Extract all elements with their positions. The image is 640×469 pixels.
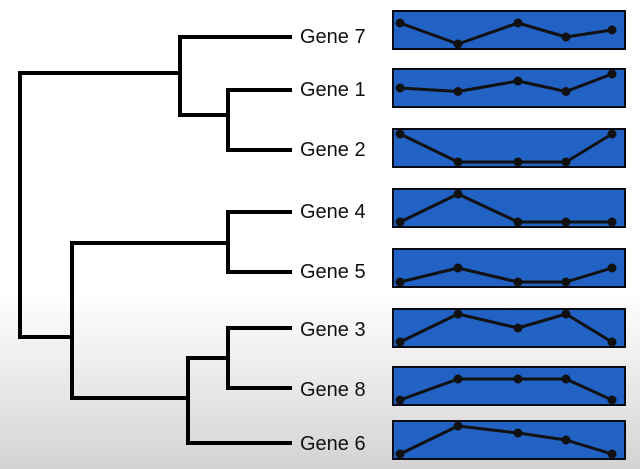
profile-point	[607, 25, 617, 35]
profile-plot	[395, 421, 617, 459]
profile-plot	[395, 263, 617, 287]
profile-plot	[395, 189, 617, 227]
profile-plot	[395, 18, 617, 49]
profile-point	[395, 395, 405, 405]
profile-point	[561, 374, 571, 384]
expression-profile-gene-8	[392, 366, 626, 406]
profile-point	[561, 157, 571, 167]
profile-plot	[395, 374, 617, 405]
profile-point	[561, 87, 571, 96]
profile-point	[395, 449, 405, 459]
profile-point	[513, 277, 523, 287]
expression-profile-gene-3	[392, 308, 626, 348]
profile-point	[395, 83, 405, 93]
profile-point	[395, 277, 405, 287]
gene-label-8: Gene 8	[300, 379, 366, 401]
profile-point	[513, 18, 523, 28]
profile-line	[399, 312, 613, 344]
profile-plot	[395, 69, 617, 96]
profile-line	[399, 192, 612, 224]
profile-point	[607, 395, 617, 405]
profile-point	[453, 263, 463, 273]
profile-point	[513, 217, 523, 227]
profile-point	[513, 76, 523, 86]
gene-label-5: Gene 5	[300, 261, 366, 283]
profile-point	[607, 263, 617, 273]
profile-point	[453, 421, 463, 431]
profile-line	[399, 21, 613, 46]
expression-profile-gene-1	[392, 68, 626, 108]
gene-label-6: Gene 6	[300, 433, 366, 455]
profile-line	[399, 424, 613, 456]
profile-plot	[395, 129, 617, 167]
dendrogram	[18, 35, 292, 445]
profile-point	[607, 129, 617, 139]
profile-point	[561, 277, 571, 287]
profile-point	[453, 87, 463, 96]
profile-point	[395, 18, 405, 28]
gene-label-2: Gene 2	[300, 139, 366, 161]
profile-point	[513, 374, 523, 384]
profile-point	[395, 129, 405, 139]
profile-point	[607, 449, 617, 459]
expression-profile-gene-5	[392, 248, 626, 288]
profile-line	[399, 132, 613, 164]
profile-point	[453, 309, 463, 319]
expression-profile-gene-2	[392, 128, 626, 168]
gene-label-3: Gene 3	[300, 319, 366, 341]
profile-point	[453, 39, 463, 49]
profile-point	[561, 32, 571, 42]
profile-line	[399, 72, 613, 93]
expression-profile-gene-6	[392, 420, 626, 460]
profile-point	[395, 217, 405, 227]
expression-profile-gene-4	[392, 188, 626, 228]
profile-point	[513, 323, 523, 333]
profile-point	[607, 217, 617, 227]
gene-label-4: Gene 4	[300, 201, 366, 223]
gene-label-7: Gene 7	[300, 26, 366, 48]
profile-point	[561, 309, 571, 319]
expression-profile-gene-7	[392, 10, 626, 50]
profile-line	[399, 266, 613, 284]
profile-point	[513, 428, 523, 438]
profile-point	[453, 374, 463, 384]
gene-label-1: Gene 1	[300, 79, 366, 101]
profile-point	[453, 189, 463, 199]
profile-line	[399, 377, 613, 402]
profile-point	[513, 157, 523, 167]
profile-point	[453, 157, 463, 167]
profile-point	[607, 337, 617, 347]
profile-plot	[395, 309, 617, 347]
profile-point	[561, 435, 571, 445]
profile-point	[561, 217, 571, 227]
profile-point	[395, 337, 405, 347]
profile-point	[607, 69, 617, 79]
